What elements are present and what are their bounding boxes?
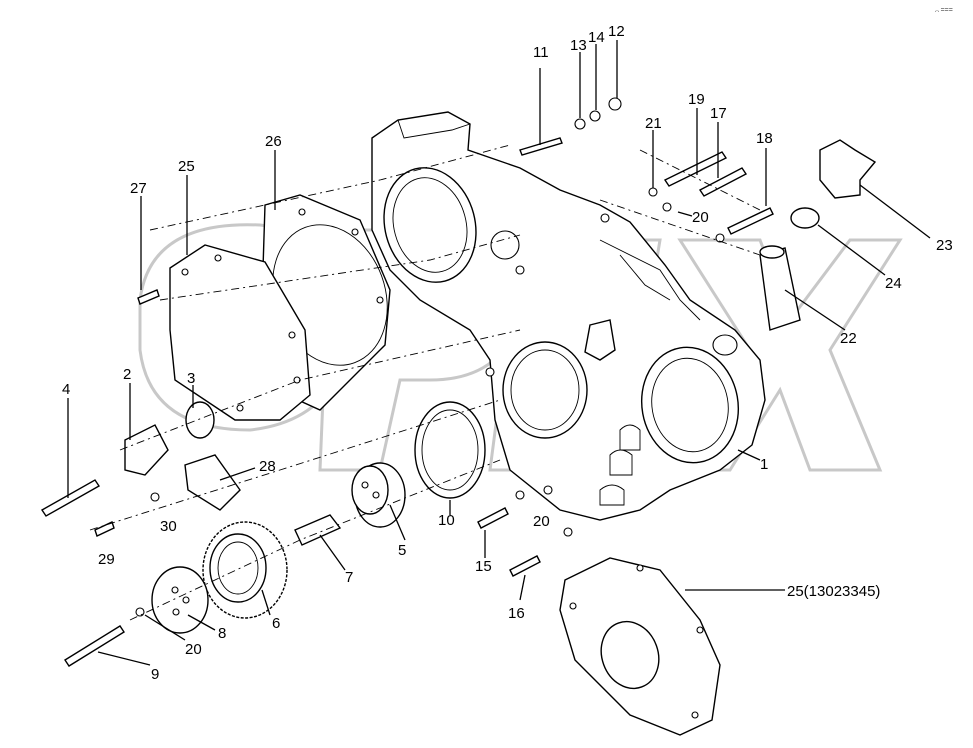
callout-21: 21 — [645, 115, 662, 132]
callout-20-b: 20 — [533, 513, 550, 530]
rear-plate — [559, 557, 721, 736]
shaft — [294, 514, 342, 546]
callout-23: 23 — [936, 237, 953, 254]
callout-20-c: 20 — [185, 641, 202, 658]
callout-1: 1 — [760, 456, 768, 473]
callout-14: 14 — [588, 29, 605, 46]
callout-26: 26 — [265, 133, 282, 150]
breather-ring — [790, 207, 820, 229]
seal-ring — [414, 401, 486, 499]
callout-27: 27 — [130, 180, 147, 197]
callout-24: 24 — [885, 275, 902, 292]
callout-10: 10 — [438, 512, 455, 529]
elbow-fitting — [124, 424, 169, 476]
callout-20-a: 20 — [692, 209, 709, 226]
callout-30: 30 — [160, 518, 177, 535]
callout-8: 8 — [218, 625, 226, 642]
callout-labels: 11 13 14 12 21 19 17 18 20 23 24 22 1 26… — [62, 7, 953, 683]
callout-5: 5 — [398, 542, 406, 559]
callout-22: 22 — [840, 330, 857, 347]
callout-3: 3 — [187, 370, 195, 387]
callout-16: 16 — [508, 605, 525, 622]
callout-2: 2 — [123, 366, 131, 383]
callout-25: 25 — [178, 158, 195, 175]
callout-29: 29 — [98, 551, 115, 568]
cover-plate — [169, 244, 311, 421]
callout-15: 15 — [475, 558, 492, 575]
callout-28: 28 — [259, 458, 276, 475]
callout-13: 13 — [570, 37, 587, 54]
callout-18: 18 — [756, 130, 773, 147]
gear-housing — [371, 111, 766, 521]
o-ring — [185, 401, 215, 439]
callout-6: 6 — [272, 615, 280, 632]
callout-25-part-number: 25(13023345) — [787, 583, 880, 600]
callout-19: 19 — [688, 91, 705, 108]
centerlines — [89, 144, 761, 621]
pulley — [151, 566, 209, 634]
callout-12: 12 — [608, 23, 625, 40]
thrust-plate — [184, 454, 241, 511]
callout-4: 4 — [62, 381, 70, 398]
callout-17: 17 — [710, 105, 727, 122]
hub — [351, 462, 406, 528]
breather-tube — [759, 245, 801, 331]
idler-gear — [202, 521, 288, 619]
bolts — [40, 97, 774, 667]
breather-cap — [819, 139, 877, 199]
leader-lines — [67, 40, 931, 666]
callout-11: 11 — [533, 44, 549, 61]
callout-7: 7 — [345, 569, 353, 586]
callout-9: 9 — [151, 666, 159, 683]
corner-mark: ᎔ === — [935, 7, 953, 14]
